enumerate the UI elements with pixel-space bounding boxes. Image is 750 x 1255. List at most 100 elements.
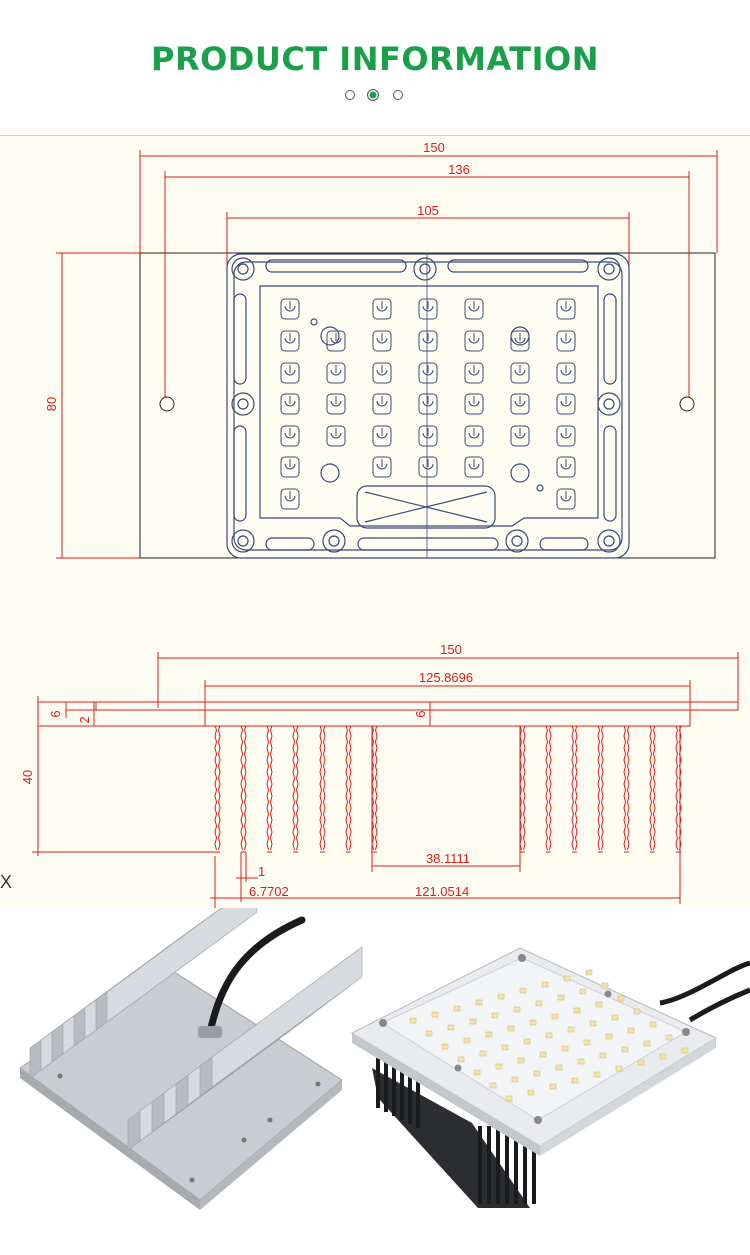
led-chip — [409, 1017, 417, 1024]
fin-right-edge — [574, 725, 578, 851]
heatsink-fin — [106, 908, 258, 1023]
fin-left-edge — [345, 725, 349, 851]
fin-left-edge — [519, 725, 523, 851]
corner-label: X — [0, 872, 12, 892]
led-lens — [284, 491, 296, 502]
fin-right-edge — [243, 725, 247, 851]
led-lens — [376, 333, 388, 344]
led-grid — [280, 298, 576, 510]
led-lens — [422, 301, 434, 312]
led-chip — [425, 1030, 433, 1037]
led-chip — [463, 1037, 471, 1044]
led-lens — [514, 365, 526, 376]
led-chip — [511, 1076, 519, 1083]
led-lens — [560, 491, 572, 502]
led-chip — [557, 994, 565, 1001]
led-footprint — [556, 298, 576, 320]
heatsink-fin — [211, 946, 363, 1088]
fin-right-edge — [678, 725, 682, 851]
led-chip — [585, 969, 593, 976]
mount-hole-left — [159, 396, 175, 412]
fin-left-edge — [214, 725, 218, 851]
carousel-dot-2[interactable] — [367, 88, 379, 101]
led-footprint — [280, 330, 300, 352]
fin-left-edge — [545, 725, 549, 851]
carousel-dot-3[interactable] — [393, 90, 403, 100]
led-lens — [330, 428, 342, 439]
technical-drawing: 150 136 105 80 — [0, 135, 750, 909]
led-chip — [529, 1019, 537, 1026]
led-footprint — [464, 330, 484, 352]
led-footprint — [556, 393, 576, 415]
led-lens — [284, 459, 296, 470]
led-chip — [633, 1008, 641, 1015]
led-footprint — [510, 330, 530, 352]
led-footprint — [280, 425, 300, 447]
led-chip — [495, 1063, 503, 1070]
led-chip — [579, 988, 587, 995]
mount-hole-right — [679, 396, 695, 412]
led-lens — [468, 333, 480, 344]
led-lens — [330, 333, 342, 344]
led-chip — [535, 1000, 543, 1007]
led-chip — [589, 1020, 597, 1027]
led-chip — [571, 1077, 579, 1084]
carousel-dot-1[interactable] — [345, 90, 355, 100]
led-footprint — [556, 362, 576, 384]
led-lens — [422, 459, 434, 470]
led-chip — [617, 995, 625, 1002]
led-chip — [627, 1027, 635, 1034]
led-footprint — [464, 425, 484, 447]
led-lens — [422, 428, 434, 439]
led-lens — [422, 333, 434, 344]
led-chip — [513, 1006, 521, 1013]
led-chip — [611, 1014, 619, 1021]
led-footprint — [510, 393, 530, 415]
fin-right-edge — [626, 725, 630, 851]
fin-left-edge — [266, 725, 270, 851]
led-lens — [560, 396, 572, 407]
led-chip — [649, 1021, 657, 1028]
led-footprint — [280, 488, 300, 510]
fin-right-edge — [322, 725, 326, 851]
led-lens — [468, 365, 480, 376]
led-chip — [567, 1026, 575, 1033]
fin-right-edge — [600, 725, 604, 851]
module-fin — [408, 1074, 412, 1124]
fin-right-edge — [269, 725, 273, 851]
dim-top-105: 105 — [417, 203, 439, 218]
led-lens — [514, 428, 526, 439]
led-chip — [527, 1089, 535, 1096]
led-footprint — [372, 393, 392, 415]
led-footprint — [556, 330, 576, 352]
dim-top-80: 80 — [44, 397, 59, 411]
fin-left-edge — [292, 725, 296, 851]
led-lens — [376, 396, 388, 407]
fin-left-edge — [571, 725, 575, 851]
led-footprint — [372, 362, 392, 384]
led-chip — [583, 1039, 591, 1046]
led-chip — [659, 1053, 667, 1060]
fin-right-edge — [522, 725, 526, 851]
led-chip — [431, 1011, 439, 1018]
led-lens — [376, 428, 388, 439]
fin-left-edge — [649, 725, 653, 851]
led-footprint — [556, 456, 576, 478]
led-chip — [441, 1043, 449, 1050]
led-footprint — [280, 298, 300, 320]
led-lens — [560, 333, 572, 344]
led-chip — [479, 1050, 487, 1057]
led-lens — [468, 428, 480, 439]
led-lens — [376, 365, 388, 376]
led-lens — [376, 459, 388, 470]
fin-right-edge — [548, 725, 552, 851]
led-chip — [501, 1044, 509, 1051]
module-fin — [523, 1126, 527, 1204]
led-footprint — [418, 330, 438, 352]
led-chip — [473, 1069, 481, 1076]
module-fin — [514, 1126, 518, 1204]
module-fin — [496, 1126, 500, 1204]
led-lens — [560, 428, 572, 439]
module-fin — [416, 1078, 420, 1128]
led-footprint — [418, 456, 438, 478]
